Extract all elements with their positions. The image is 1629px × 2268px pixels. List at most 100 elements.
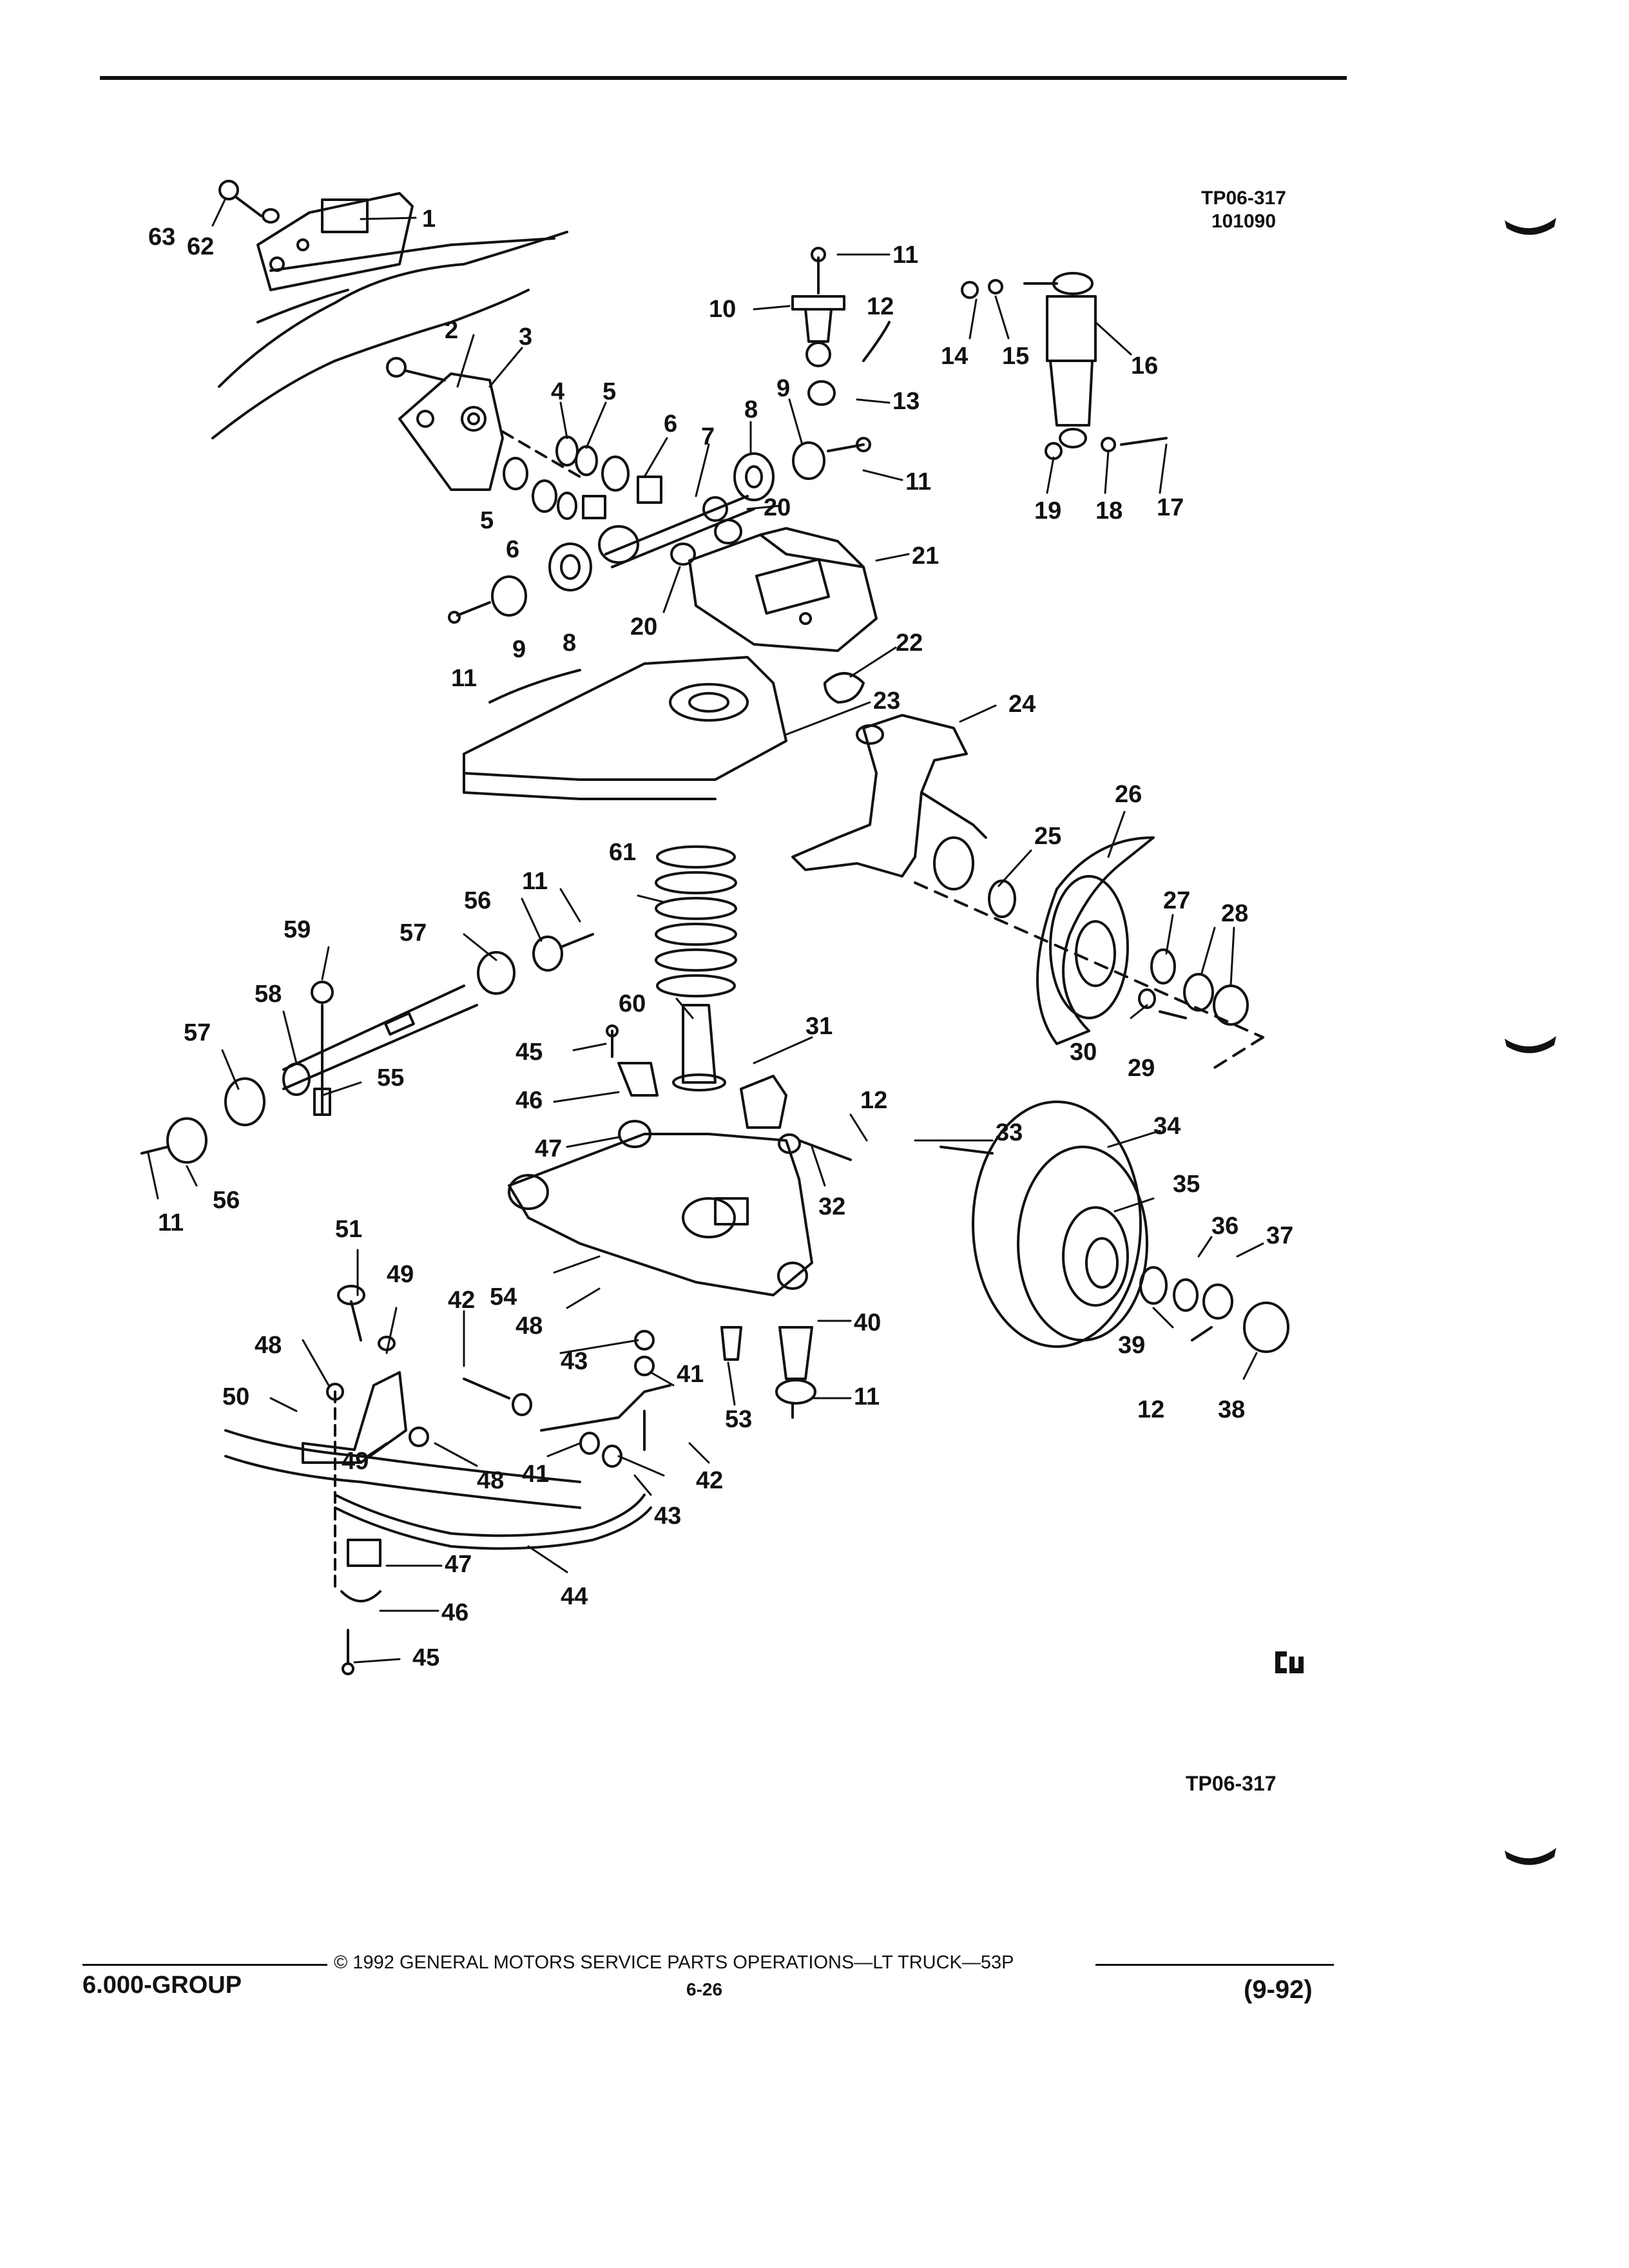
shock-lower-body <box>672 1004 726 1091</box>
callout-39: 39 <box>1118 1332 1145 1359</box>
callout-53: 53 <box>725 1406 752 1433</box>
callout-12b: 12 <box>860 1087 887 1114</box>
bearing <box>1183 973 1214 1012</box>
callout-4: 4 <box>551 378 564 405</box>
cotter-pin <box>798 1139 852 1161</box>
figure-id-header: TP06-317 101090 <box>1186 187 1302 233</box>
callout-36: 36 <box>1211 1213 1239 1240</box>
callout-37: 37 <box>1266 1222 1293 1249</box>
callout-6b: 6 <box>506 536 519 563</box>
binder-mark-2 <box>1505 1036 1556 1053</box>
brake-rotor <box>972 1100 1148 1348</box>
callout-29: 29 <box>1128 1055 1155 1082</box>
frame-rail-upper <box>211 231 568 439</box>
callout-43b: 43 <box>654 1503 681 1530</box>
callout-14: 14 <box>941 343 968 370</box>
callout-9: 9 <box>776 375 790 402</box>
callout-34: 34 <box>1153 1113 1181 1140</box>
callout-48a: 48 <box>516 1312 543 1340</box>
callout-55: 55 <box>377 1064 404 1091</box>
callout-16: 16 <box>1131 352 1158 380</box>
castle-nut <box>778 1133 801 1154</box>
callout-38: 38 <box>1218 1396 1245 1423</box>
callout-42a: 42 <box>448 1287 475 1314</box>
callout-18: 18 <box>1095 497 1123 524</box>
steering-knuckle <box>791 714 987 890</box>
callout-60: 60 <box>619 990 646 1017</box>
callout-56a: 56 <box>464 887 491 914</box>
callout-27: 27 <box>1163 887 1190 914</box>
cotter-pin <box>1191 1326 1213 1341</box>
callout-11f: 11 <box>854 1383 880 1410</box>
callout-44: 44 <box>561 1583 588 1610</box>
callout-28: 28 <box>1221 900 1248 927</box>
callout-8: 8 <box>744 396 758 423</box>
lower-control-arm <box>508 1133 813 1296</box>
callout-49b: 49 <box>342 1448 369 1475</box>
stabilizer-bar <box>334 1494 652 1550</box>
callout-19: 19 <box>1034 497 1061 524</box>
callout-46a: 46 <box>516 1087 543 1114</box>
callout-41b: 41 <box>522 1461 549 1488</box>
callout-20a: 20 <box>764 494 791 521</box>
footer-revision: (9-92) <box>1244 1975 1313 2004</box>
figure-id-footer: TP06-317 <box>1186 1772 1277 1795</box>
footer-copyright: © 1992 GENERAL MOTORS SERVICE PARTS OPER… <box>334 1952 1014 1973</box>
callout-11a: 11 <box>892 242 918 269</box>
callout-45b: 45 <box>412 1644 439 1671</box>
coil-spring <box>655 845 737 997</box>
callout-30: 30 <box>1070 1039 1097 1066</box>
figure-date: 101090 <box>1211 211 1277 232</box>
frame-bracket <box>256 192 414 291</box>
callout-50: 50 <box>222 1383 249 1410</box>
washer <box>1173 1278 1199 1312</box>
shock-absorber <box>961 272 1168 460</box>
callout-58: 58 <box>255 981 282 1008</box>
callout-35: 35 <box>1173 1171 1200 1198</box>
stabilizer-clamp-lower <box>334 1390 381 1675</box>
outer-bearing <box>1139 1266 1168 1305</box>
footer-rule-left <box>82 1964 327 1966</box>
callout-13: 13 <box>892 388 920 415</box>
callout-61: 61 <box>609 839 636 866</box>
callout-47b: 47 <box>445 1551 472 1578</box>
top-rule <box>100 76 1347 80</box>
callout-11e: 11 <box>158 1209 184 1236</box>
footer-group: 6.000-GROUP <box>82 1972 242 1999</box>
wheel-stud <box>940 1146 994 1155</box>
binder-mark-3 <box>1505 1848 1556 1865</box>
upper-control-arm <box>688 527 878 652</box>
callout-40: 40 <box>854 1309 881 1336</box>
callout-57b: 57 <box>184 1019 211 1046</box>
bump-stop <box>824 672 865 704</box>
callout-21: 21 <box>912 543 939 570</box>
callout-51: 51 <box>335 1216 362 1243</box>
callout-22: 22 <box>896 629 923 657</box>
callout-1: 1 <box>422 206 436 233</box>
callout-12a: 12 <box>867 293 894 320</box>
callout-3: 3 <box>519 323 532 351</box>
callout-20b: 20 <box>630 613 657 640</box>
callout-23: 23 <box>873 687 900 715</box>
splash-shield <box>1036 836 1155 1045</box>
nut <box>714 519 742 544</box>
binder-mark-1 <box>1505 218 1556 235</box>
frame-crossmember <box>463 656 787 800</box>
callout-9b: 9 <box>512 636 526 663</box>
callout-59: 59 <box>284 916 311 943</box>
callout-49a: 49 <box>387 1261 414 1288</box>
callout-32: 32 <box>818 1193 845 1220</box>
callout-5: 5 <box>602 378 616 405</box>
callout-12c: 12 <box>1137 1396 1164 1423</box>
upper-bolt <box>386 357 446 381</box>
footer-rule-right <box>1095 1964 1334 1966</box>
callout-11c: 11 <box>451 665 477 692</box>
callout-56b: 56 <box>213 1187 240 1214</box>
bolt <box>1159 1010 1187 1019</box>
upper-ball-joint <box>791 247 891 406</box>
shims-lower <box>503 457 606 520</box>
callout-47a: 47 <box>535 1135 562 1162</box>
callout-24: 24 <box>1008 691 1036 718</box>
callout-11b: 11 <box>905 468 931 495</box>
callout-48b: 48 <box>255 1332 282 1359</box>
